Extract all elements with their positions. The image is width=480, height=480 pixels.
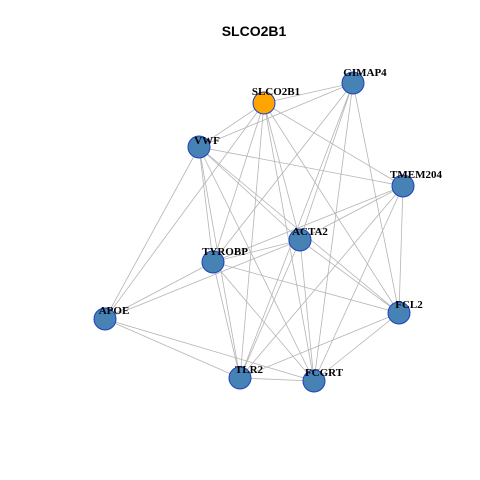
node-label-tmem204: TMEM204	[390, 169, 442, 181]
node-fcgrt	[302, 369, 326, 393]
edge-gimap4-tyrobp	[212, 82, 354, 263]
edge-tmem204-acta2	[299, 185, 404, 241]
edge-acta2-tlr2	[239, 239, 301, 379]
node-label-tyrobp: TYROBP	[202, 246, 248, 258]
edge-tmem204-tlr2	[239, 185, 404, 379]
edge-vwf-tyrobp	[198, 146, 214, 263]
edge-gimap4-fcl2	[352, 82, 400, 314]
node-label-gimap4: GIMAP4	[343, 67, 387, 79]
node-slco2b1	[252, 91, 276, 115]
node-tmem204	[391, 174, 415, 198]
node-apoe	[93, 307, 117, 331]
edge-gimap4-fcgrt	[313, 82, 354, 382]
edge-gimap4-vwf	[198, 82, 354, 148]
edge-fcl2-fcgrt	[313, 312, 400, 382]
edge-tyrobp-fcl2	[212, 261, 400, 314]
node-label-fcl2: FCL2	[395, 299, 423, 311]
edge-tmem204-tyrobp	[212, 185, 404, 263]
edge-fcl2-tlr2	[239, 312, 400, 379]
edge-vwf-fcgrt	[198, 146, 315, 382]
graph-title: SLCO2B1	[222, 23, 287, 39]
edge-acta2-fcgrt	[299, 239, 315, 382]
edge-vwf-acta2	[198, 146, 301, 241]
edge-acta2-apoe	[104, 239, 301, 320]
edge-vwf-apoe	[104, 146, 200, 320]
edge-tyrobp-apoe	[104, 261, 214, 320]
edge-slco2b1-apoe	[104, 102, 265, 320]
node-label-fcgrt: FCGRT	[305, 367, 344, 379]
node-tyrobp	[201, 250, 225, 274]
edge-apoe-tlr2	[104, 318, 241, 379]
edge-slco2b1-tyrobp	[212, 102, 265, 263]
edge-apoe-fcgrt	[104, 318, 315, 382]
node-label-acta2: ACTA2	[292, 226, 328, 238]
edge-slco2b1-gimap4	[263, 82, 354, 104]
node-label-slco2b1: SLCO2B1	[252, 86, 300, 98]
edge-tlr2-fcgrt	[239, 377, 315, 382]
edge-slco2b1-fcl2	[263, 102, 400, 314]
edge-gimap4-acta2	[299, 82, 354, 241]
node-layer	[93, 71, 415, 393]
edge-acta2-tyrobp	[212, 239, 301, 263]
node-label-apoe: APOE	[99, 305, 130, 317]
edge-layer	[104, 82, 404, 382]
edge-slco2b1-tmem204	[263, 102, 404, 187]
edge-acta2-fcl2	[299, 239, 400, 314]
edge-slco2b1-acta2	[263, 102, 301, 241]
edge-tmem204-fcl2	[398, 185, 404, 314]
edge-tyrobp-fcgrt	[212, 261, 315, 382]
node-fcl2	[387, 301, 411, 325]
edge-tyrobp-tlr2	[212, 261, 241, 379]
node-label-vwf: VWF	[194, 135, 220, 147]
node-vwf	[187, 135, 211, 159]
node-label-tlr2: TLR2	[235, 364, 264, 376]
edge-slco2b1-tlr2	[239, 102, 265, 379]
edge-slco2b1-vwf	[198, 102, 265, 148]
node-gimap4	[341, 71, 365, 95]
node-tlr2	[228, 366, 252, 390]
node-acta2	[288, 228, 312, 252]
edge-vwf-tmem204	[198, 146, 404, 187]
